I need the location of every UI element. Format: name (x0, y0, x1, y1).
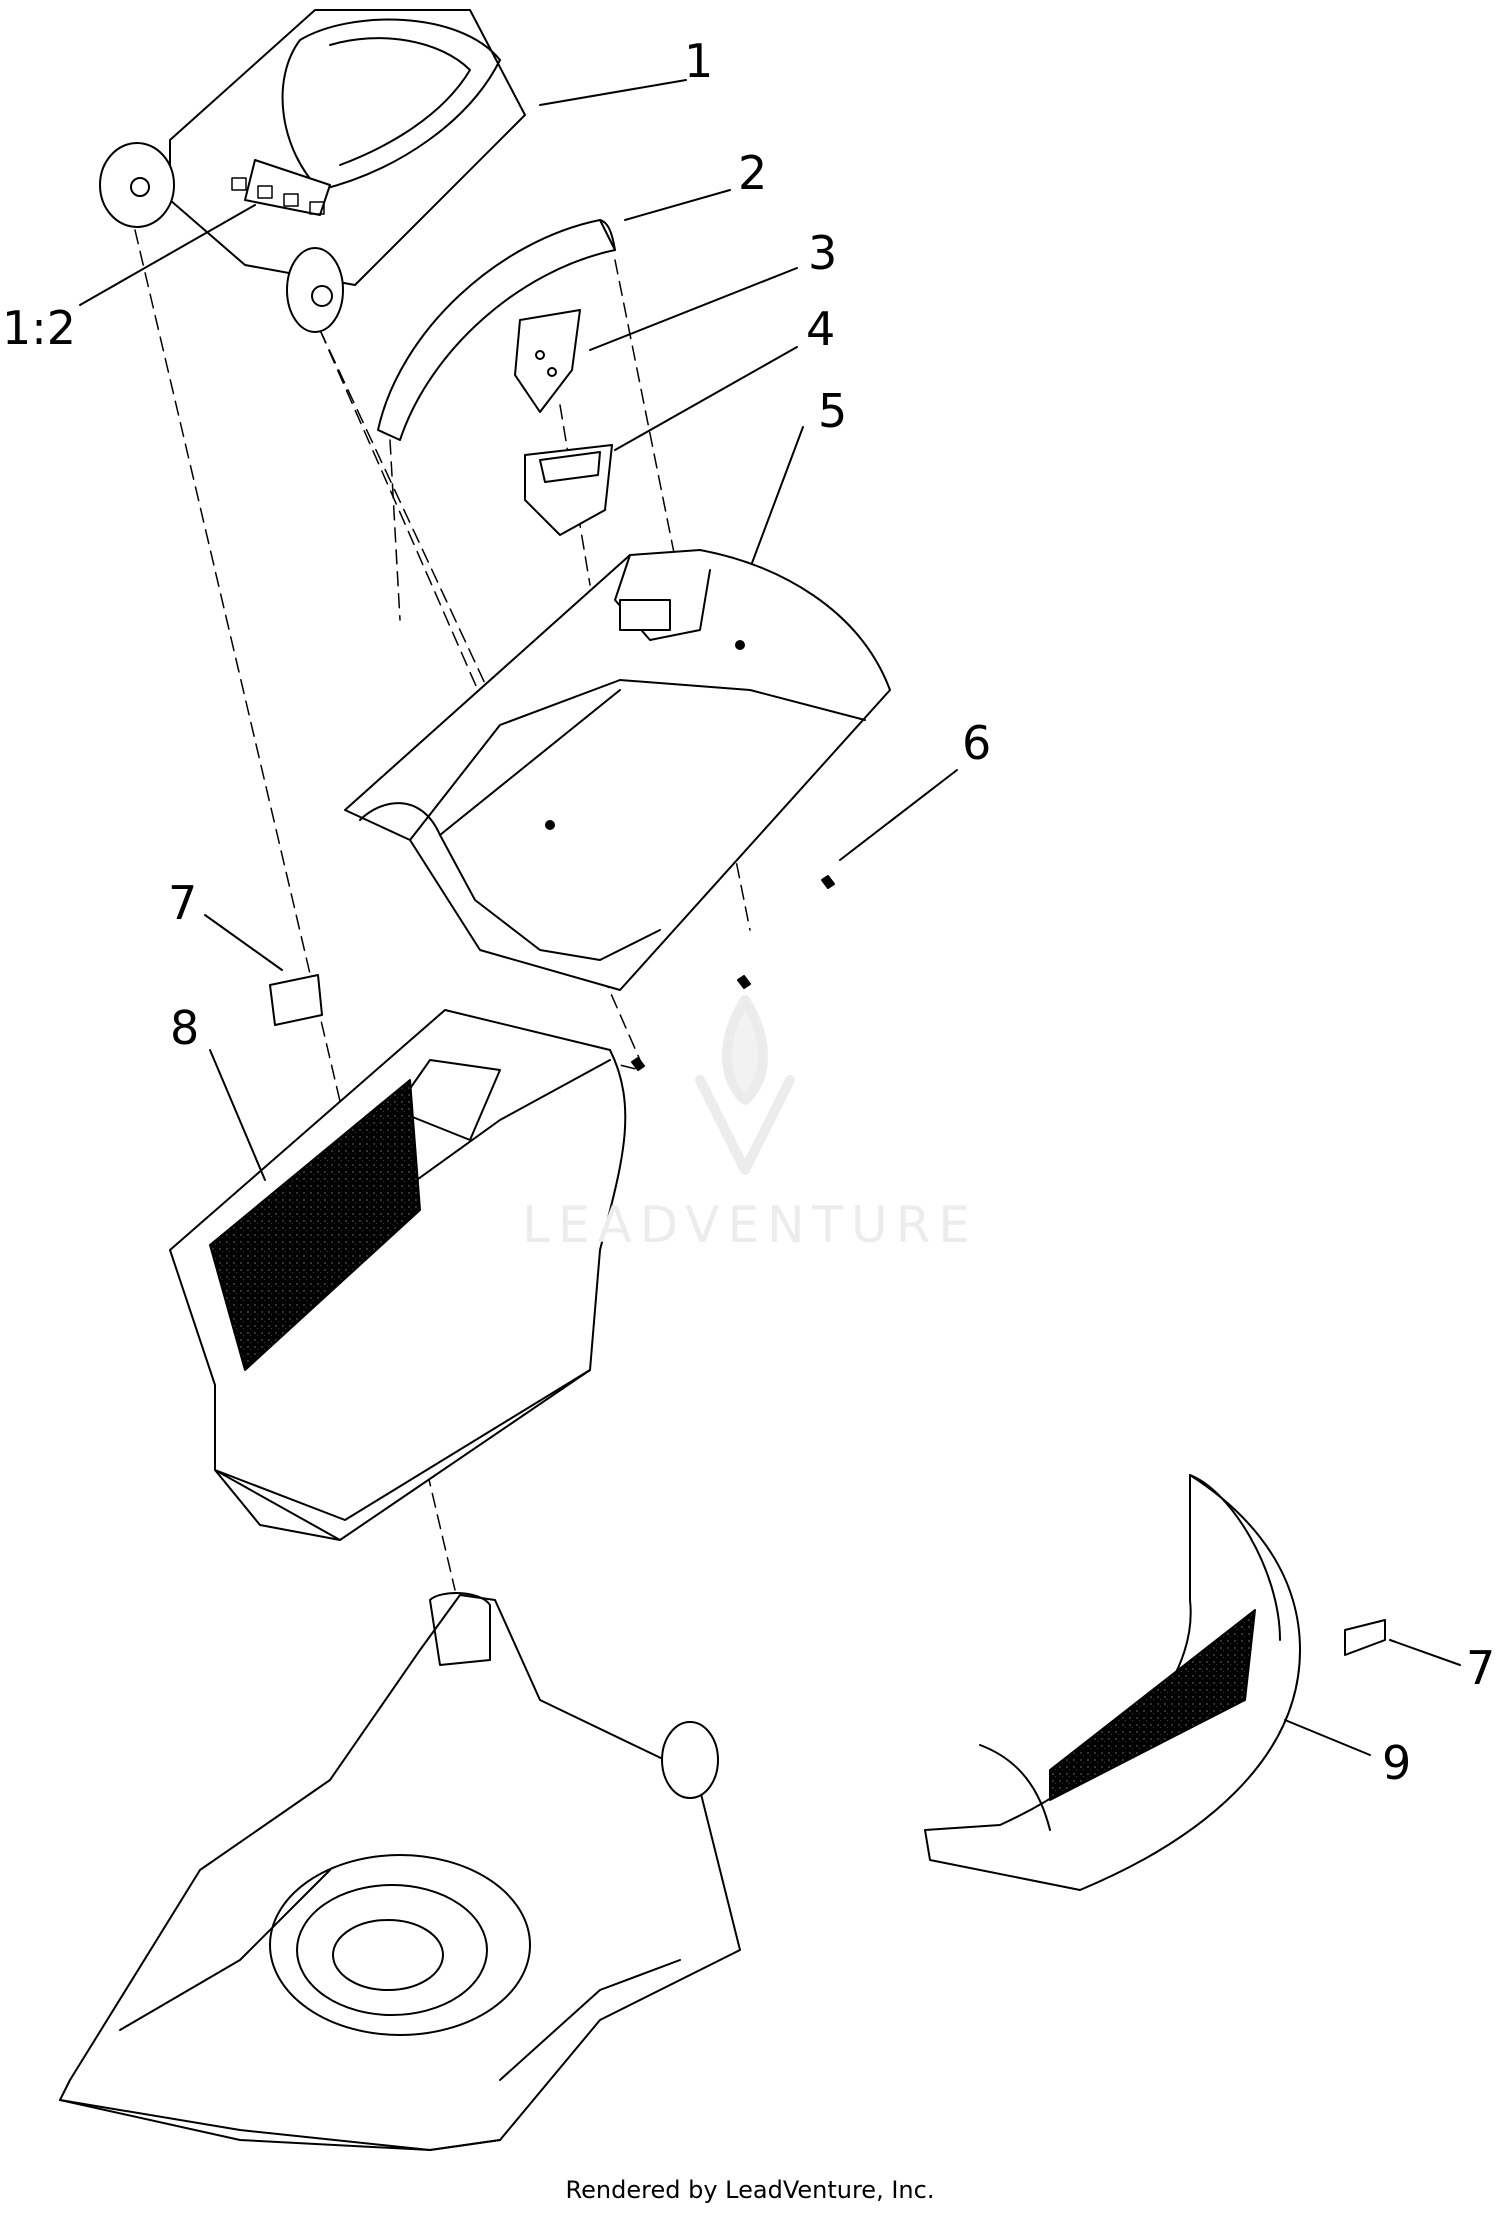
mower-deck-housing (59, 1592, 741, 2151)
part-7-decal-lower (1344, 1619, 1386, 1656)
callout-8: 8 (170, 1001, 200, 1055)
part-9-bag-side (924, 1474, 1301, 1891)
part-7-decal-upper (269, 974, 323, 1026)
callout-7-lower: 7 (1466, 1641, 1496, 1695)
callout-4: 4 (806, 302, 836, 356)
part-5-upper-cover (344, 549, 891, 991)
part-4-switch-housing (524, 444, 613, 536)
part-2-grip (377, 219, 616, 441)
callout-1: 1 (684, 34, 714, 88)
callout-6: 6 (962, 716, 992, 770)
watermark-text: LEADVENTURE (522, 1196, 978, 1254)
part-8-bag-top (169, 1009, 627, 1541)
callout-9: 9 (1382, 1736, 1412, 1790)
part-1-handle-console (99, 9, 526, 333)
part-6-screws (631, 875, 835, 1071)
render-credit-footer: Rendered by LeadVenture, Inc. (565, 2176, 935, 2204)
callout-5: 5 (818, 384, 848, 438)
leader-lines (79, 79, 1461, 1756)
watermark-logo-icon (695, 995, 795, 1175)
part-3-bracket (514, 309, 581, 413)
callout-7-upper: 7 (168, 876, 198, 930)
callout-3: 3 (808, 226, 838, 280)
callout-2: 2 (738, 146, 768, 200)
callout-1-2: 1:2 (2, 301, 77, 355)
